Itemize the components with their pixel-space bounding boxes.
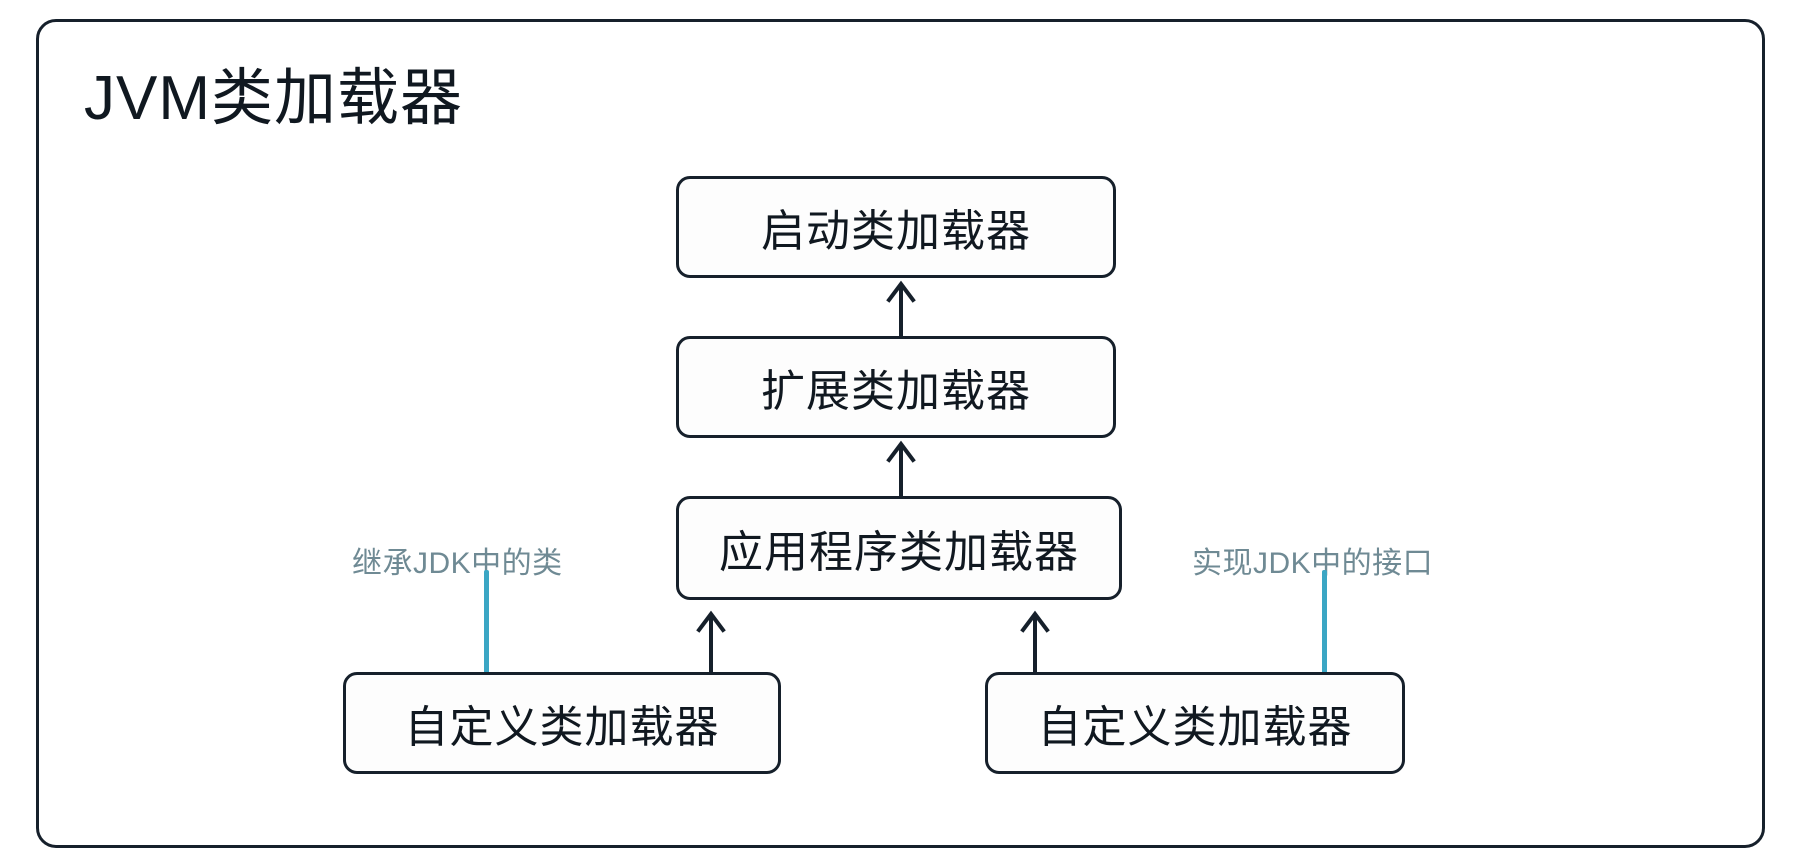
node-application-class-loader[interactable]: 应用程序类加载器 [676, 496, 1122, 600]
node-extension-class-loader[interactable]: 扩展类加载器 [676, 336, 1116, 438]
node-bootstrap-class-loader[interactable]: 启动类加载器 [676, 176, 1116, 278]
page-title: JVM类加载器 [84, 64, 464, 133]
node-custom-class-loader-left[interactable]: 自定义类加载器 [343, 672, 781, 774]
annotation-inherit-jdk-class: 继承JDK中的类 [352, 547, 563, 580]
node-custom-class-loader-right[interactable]: 自定义类加载器 [985, 672, 1405, 774]
arrow-up-icon-application-to-extension [884, 440, 918, 496]
arrow-up-icon-extension-to-bootstrap [884, 280, 918, 336]
arrow-up-icon-custom-left-to-application [694, 610, 728, 672]
annotation-implement-jdk-interface: 实现JDK中的接口 [1192, 547, 1434, 580]
arrow-up-icon-custom-right-to-application [1018, 610, 1052, 672]
connector-line-inherit-jdk-class [484, 570, 489, 674]
connector-line-implement-jdk-interface [1322, 570, 1327, 674]
